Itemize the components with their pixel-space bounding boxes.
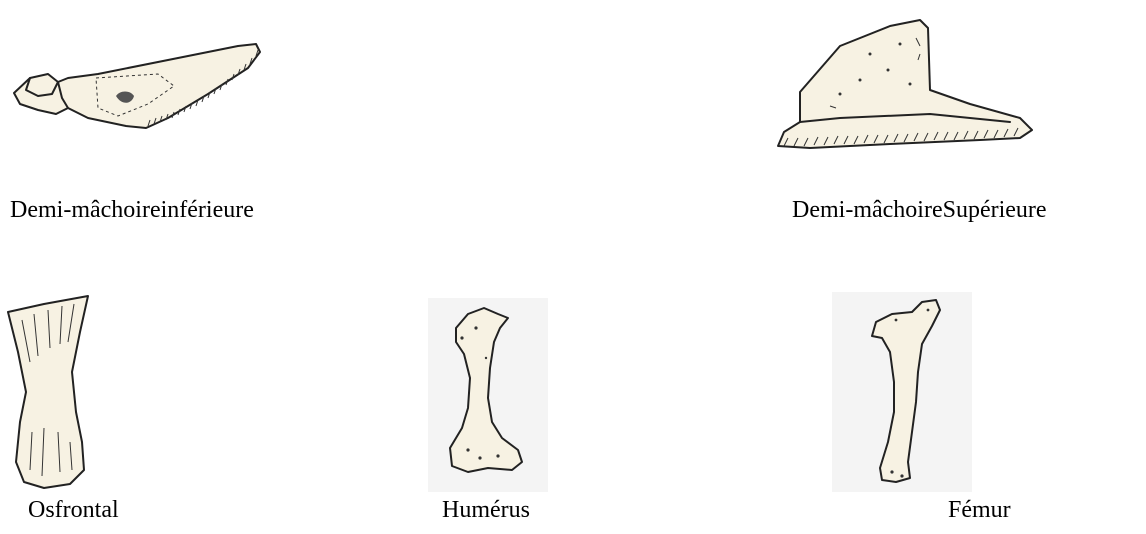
humerus-bone-icon — [428, 298, 548, 492]
lower-jaw-bone-icon — [8, 38, 268, 138]
caption-upper-jaw: Demi-mâchoireSupérieure — [792, 196, 1047, 224]
femur-bone-icon — [832, 292, 972, 492]
frontal-drawing — [4, 292, 100, 492]
humerus-drawing — [428, 298, 548, 492]
lower-jaw-drawing — [8, 38, 268, 138]
caption-femur: Fémur — [948, 496, 1011, 524]
upper-jaw-drawing — [770, 14, 1040, 154]
upper-jaw-bone-icon — [770, 14, 1040, 154]
femur-drawing — [832, 292, 972, 492]
frontal-bone-icon — [4, 292, 100, 492]
caption-humerus: Humérus — [442, 496, 530, 524]
caption-frontal: Osfrontal — [28, 496, 119, 524]
caption-lower-jaw: Demi-mâchoireinférieure — [10, 196, 254, 224]
